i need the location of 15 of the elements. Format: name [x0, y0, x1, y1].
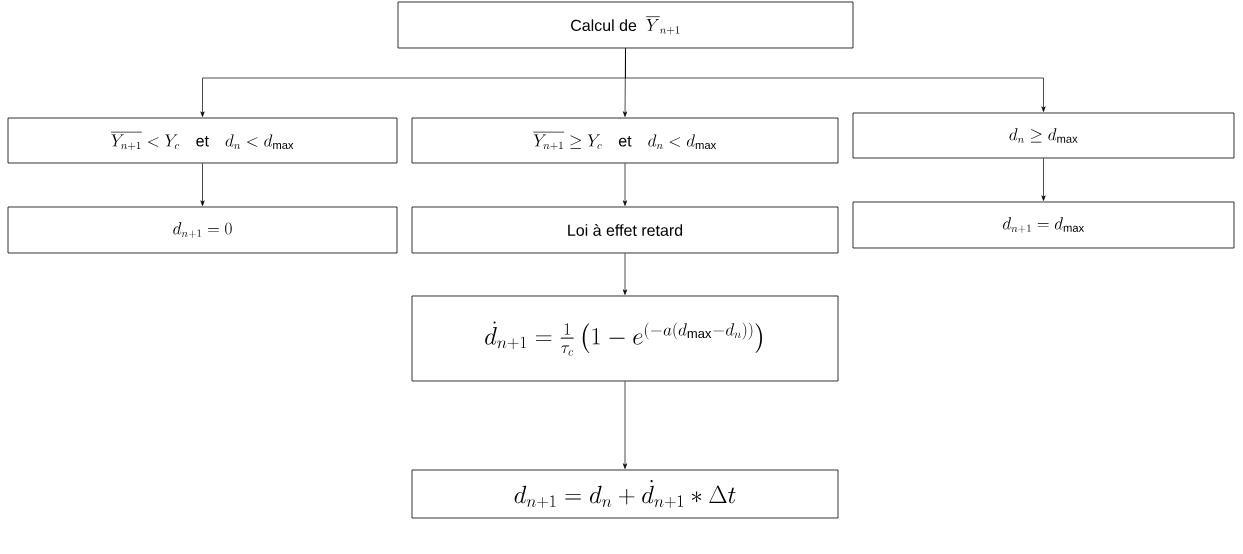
process-box: $d_n \geq d_{\max}$	[852, 112, 1235, 159]
arrow	[622, 381, 628, 469]
arrow	[625, 48, 1046, 112]
process-box: $\overline{Y_{n+1}} \geq Y_c \quad \text{et} \quad d_n < d_{\max}$	[411, 117, 839, 164]
arrow	[622, 163, 628, 206]
arrow	[1041, 158, 1046, 201]
arrow	[200, 163, 205, 206]
process-box: Loi à effet retard	[411, 206, 839, 254]
process-box: $d_{n+1} = d_n + \dot{d}_{n+1} * \Delta t$	[411, 469, 839, 519]
process-box: $d_{n+1} = 0$	[7, 206, 398, 254]
process-box: $\overline{Y_{n+1}} < Y_c \quad \text{et} \quad d_n < d_{\max}$	[7, 117, 398, 164]
process-box: $\text{Calcul de }\;\overline{Y}_{n+1}$	[397, 1, 854, 49]
process-box: $\dot{d}_{n+1} = \frac{1}{\tau_c}\left(1 - e^{(-a(d_{\max} - d_n))}\right)$	[411, 295, 839, 382]
process-box: $d_{n+1} = d_{\max}$	[852, 201, 1235, 249]
arrow	[622, 253, 628, 295]
